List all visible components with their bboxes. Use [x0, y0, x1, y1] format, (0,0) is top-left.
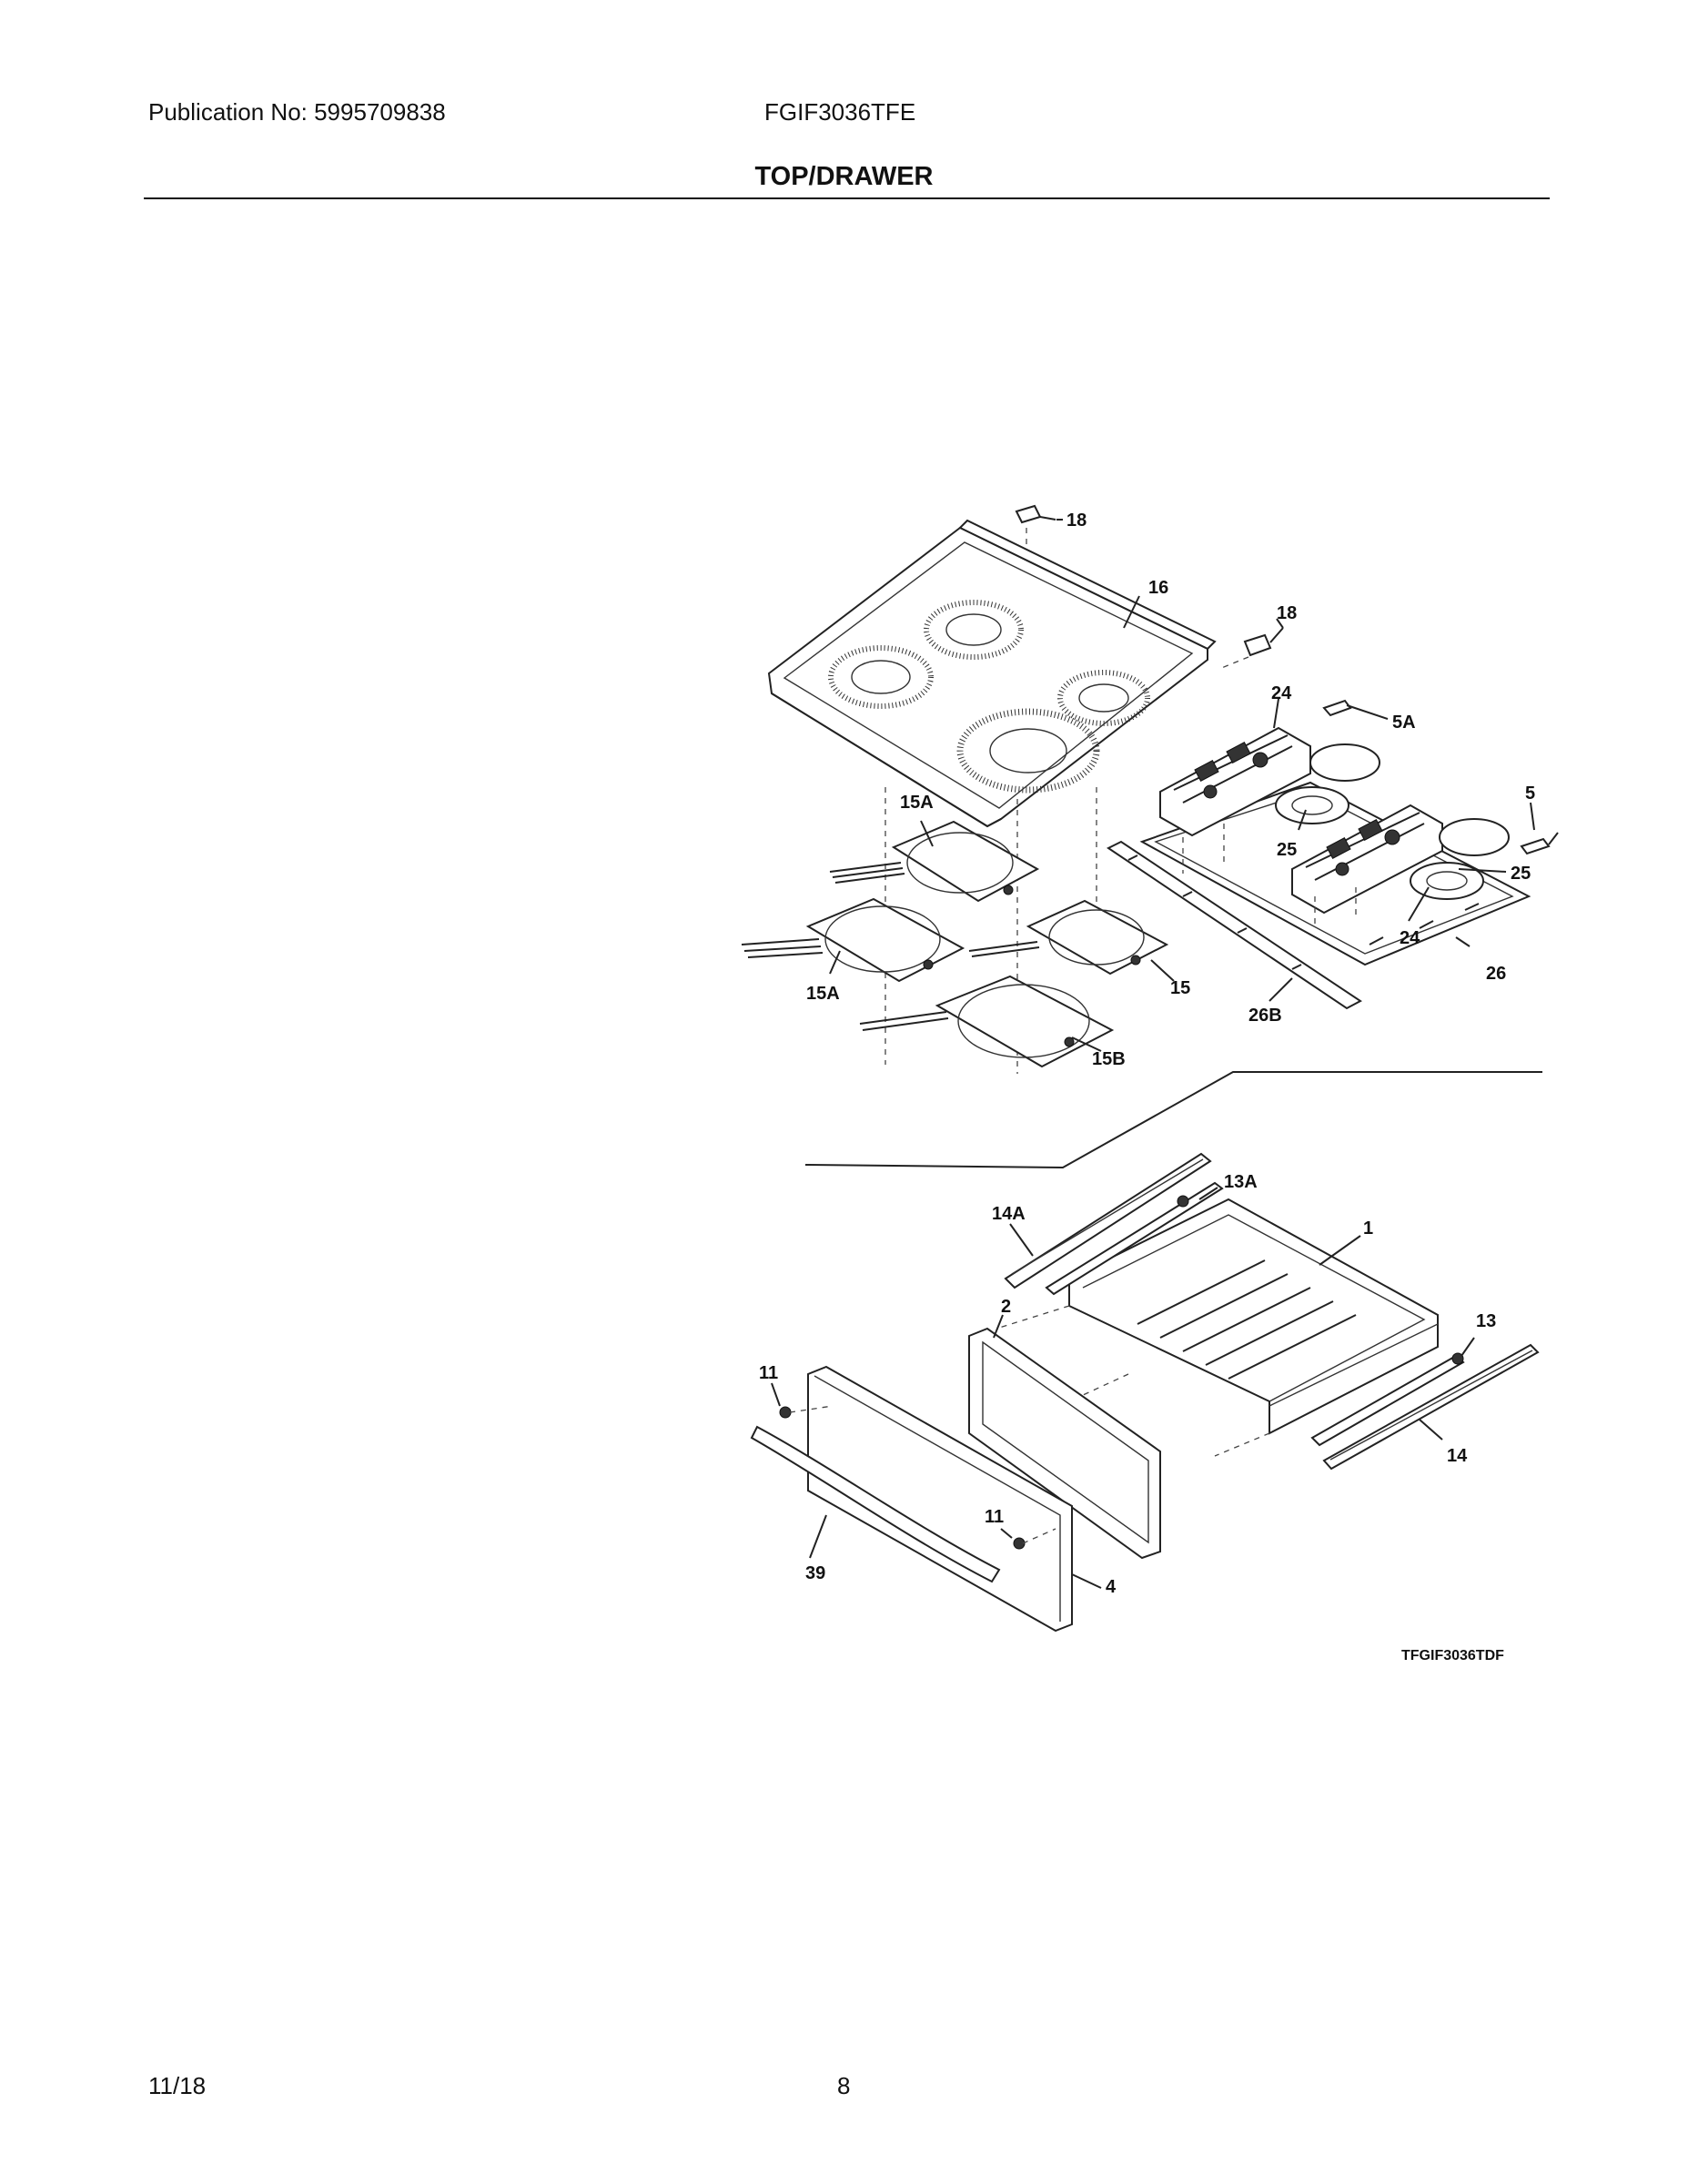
callout-11-left: 11: [759, 1363, 778, 1383]
callout-5a: 5A: [1392, 713, 1416, 733]
control-board-part-24-lower: [1291, 804, 1443, 915]
footer-date: 11/18: [148, 2072, 207, 2099]
fan-part-25-lower: [1410, 818, 1510, 900]
callout-24-upper: 24: [1271, 683, 1292, 703]
callout-1: 1: [1363, 1218, 1373, 1239]
callout-39: 39: [805, 1563, 825, 1583]
element-part-15b: [859, 975, 1115, 1068]
callout-2: 2: [1001, 1297, 1011, 1317]
page-number: 8: [837, 2072, 851, 2099]
burner-right-front: [956, 708, 1100, 794]
cooktop-part-16: [767, 519, 1217, 828]
element-part-15: [968, 899, 1169, 976]
screw-part-11-right: [1013, 1537, 1026, 1550]
callout-14: 14: [1447, 1446, 1468, 1466]
callout-5: 5: [1525, 784, 1535, 804]
fan-part-25-upper: [1275, 743, 1380, 824]
publication-number: Publication No: 5995709838: [148, 98, 446, 126]
screw-part-11-left: [779, 1406, 792, 1419]
callout-13: 13: [1476, 1311, 1496, 1331]
control-board-part-24-upper: [1159, 726, 1311, 837]
drawer-handle-part-39: [750, 1425, 1001, 1583]
header-rule: [144, 197, 1550, 199]
callout-25-lower: 25: [1511, 864, 1531, 884]
callout-25-upper: 25: [1277, 840, 1297, 860]
bracket-part-18-rear: [1015, 504, 1056, 524]
figure-code: TFGIF3036TDF: [1401, 1648, 1504, 1663]
rail-part-26b: [1107, 840, 1362, 1010]
callout-14a: 14A: [992, 1204, 1026, 1224]
burner-left-front: [828, 645, 934, 709]
slide-part-14: [1322, 1343, 1540, 1471]
section-title: TOP/DRAWER: [754, 162, 934, 191]
element-part-15a-upper: [829, 820, 1040, 903]
clip-part-5a: [1322, 699, 1352, 717]
section-divider: [804, 1071, 1542, 1169]
burner-left-rear: [924, 600, 1024, 660]
slide-part-13a: [1045, 1181, 1224, 1296]
callout-24-lower: 24: [1400, 928, 1420, 948]
callout-18-side: 18: [1277, 603, 1297, 623]
callout-15a-upper: 15A: [900, 793, 934, 813]
drawer-liner-part-2: [968, 1327, 1161, 1560]
callout-16: 16: [1148, 578, 1168, 598]
model-number: FGIF3036TFE: [764, 98, 916, 126]
drawer-body-part-1: [1068, 1198, 1439, 1435]
drawer-front-part-4: [807, 1365, 1073, 1633]
burner-right-rear: [1057, 670, 1150, 726]
callout-26b: 26B: [1248, 1006, 1282, 1026]
slide-part-13: [1310, 1352, 1465, 1447]
callout-11-right: 11: [985, 1507, 1004, 1527]
callout-26: 26: [1486, 964, 1506, 984]
callout-13a: 13A: [1224, 1172, 1258, 1192]
callout-15: 15: [1170, 978, 1190, 998]
clip-part-5: [1520, 832, 1559, 855]
callout-4: 4: [1106, 1577, 1117, 1597]
callout-18-rear: 18: [1066, 511, 1087, 531]
leader-lines: [771, 519, 1535, 1589]
callout-15b: 15B: [1092, 1049, 1126, 1069]
element-part-15a-lower: [741, 897, 965, 983]
slide-part-14a: [1004, 1152, 1212, 1289]
bracket-part-18-side: [1243, 627, 1284, 657]
callout-15a-lower: 15A: [806, 984, 840, 1004]
